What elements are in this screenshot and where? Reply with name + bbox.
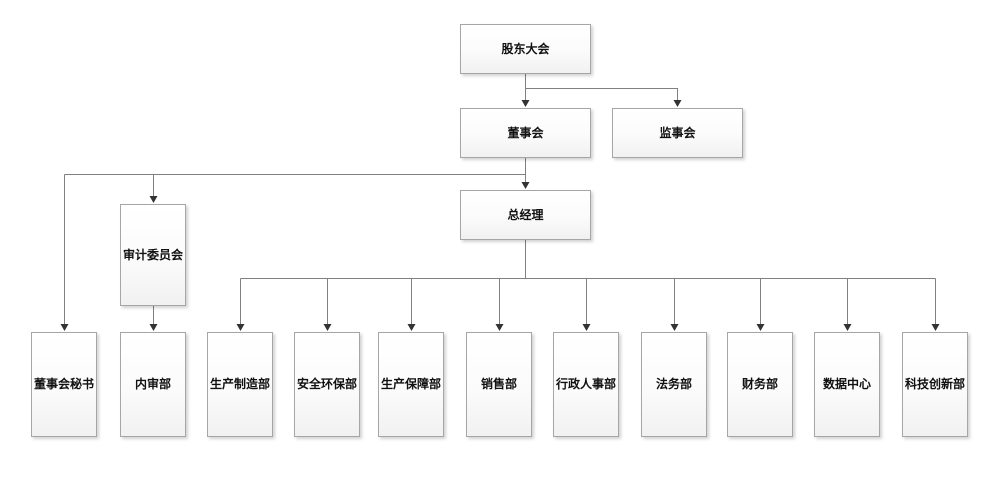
- org-node-label: 总经理: [507, 207, 544, 222]
- org-node-internal-audit-dept: 内审部: [120, 332, 186, 437]
- org-node-label: 销售部: [480, 377, 517, 392]
- org-node-label: 科技创新部: [904, 377, 965, 392]
- org-node-label: 生产制造部: [209, 377, 270, 392]
- arrow-down-icon: [495, 324, 504, 331]
- arrow-down-icon: [236, 324, 245, 331]
- arrow-down-icon: [149, 324, 158, 331]
- arrow-down-icon: [931, 324, 940, 331]
- arrow-down-icon: [323, 324, 332, 331]
- org-node-label: 审计委员会: [122, 247, 183, 262]
- org-node-label: 行政人事部: [555, 377, 616, 392]
- org-node-label: 董事会秘书: [33, 377, 94, 392]
- org-node-general-manager: 总经理: [460, 190, 591, 240]
- org-node-supervisory-board: 监事会: [612, 108, 743, 158]
- org-node-safety-environment-dept: 安全环保部: [294, 332, 360, 437]
- org-node-data-center: 数据中心: [814, 332, 880, 437]
- org-node-label: 股东大会: [501, 41, 550, 56]
- org-node-label: 法务部: [655, 377, 692, 392]
- org-node-legal-dept: 法务部: [641, 332, 707, 437]
- org-node-label: 监事会: [659, 125, 696, 140]
- arrow-down-icon: [521, 100, 530, 107]
- org-node-audit-committee: 审计委员会: [120, 204, 186, 306]
- org-node-label: 数据中心: [822, 377, 871, 392]
- org-node-label: 董事会: [507, 125, 544, 140]
- arrow-down-icon: [843, 324, 852, 331]
- org-node-board-secretary: 董事会秘书: [31, 332, 97, 437]
- arrow-down-icon: [756, 324, 765, 331]
- arrow-down-icon: [521, 182, 530, 189]
- org-node-board-of-directors: 董事会: [460, 108, 591, 158]
- arrow-down-icon: [670, 324, 679, 331]
- org-node-shareholders-meeting: 股东大会: [460, 24, 591, 74]
- arrow-down-icon: [673, 100, 682, 107]
- edge-gm-to-departments: [240, 240, 936, 325]
- arrow-down-icon: [60, 324, 69, 331]
- arrow-down-icon: [149, 196, 158, 203]
- arrow-down-icon: [582, 324, 591, 331]
- org-node-admin-hr-dept: 行政人事部: [553, 332, 619, 437]
- org-node-production-support-dept: 生产保障部: [378, 332, 444, 437]
- org-node-label: 财务部: [741, 377, 778, 392]
- org-node-sales-dept: 销售部: [466, 332, 532, 437]
- arrow-down-icon: [407, 324, 416, 331]
- org-node-finance-dept: 财务部: [727, 332, 793, 437]
- org-node-label: 内审部: [134, 377, 171, 392]
- edge-shareholders-to-board-supervisory: [525, 74, 678, 101]
- org-node-label: 安全环保部: [296, 377, 357, 392]
- org-node-label: 生产保障部: [380, 377, 441, 392]
- org-node-production-manufacturing-dept: 生产制造部: [207, 332, 273, 437]
- org-node-tech-innovation-dept: 科技创新部: [902, 332, 968, 437]
